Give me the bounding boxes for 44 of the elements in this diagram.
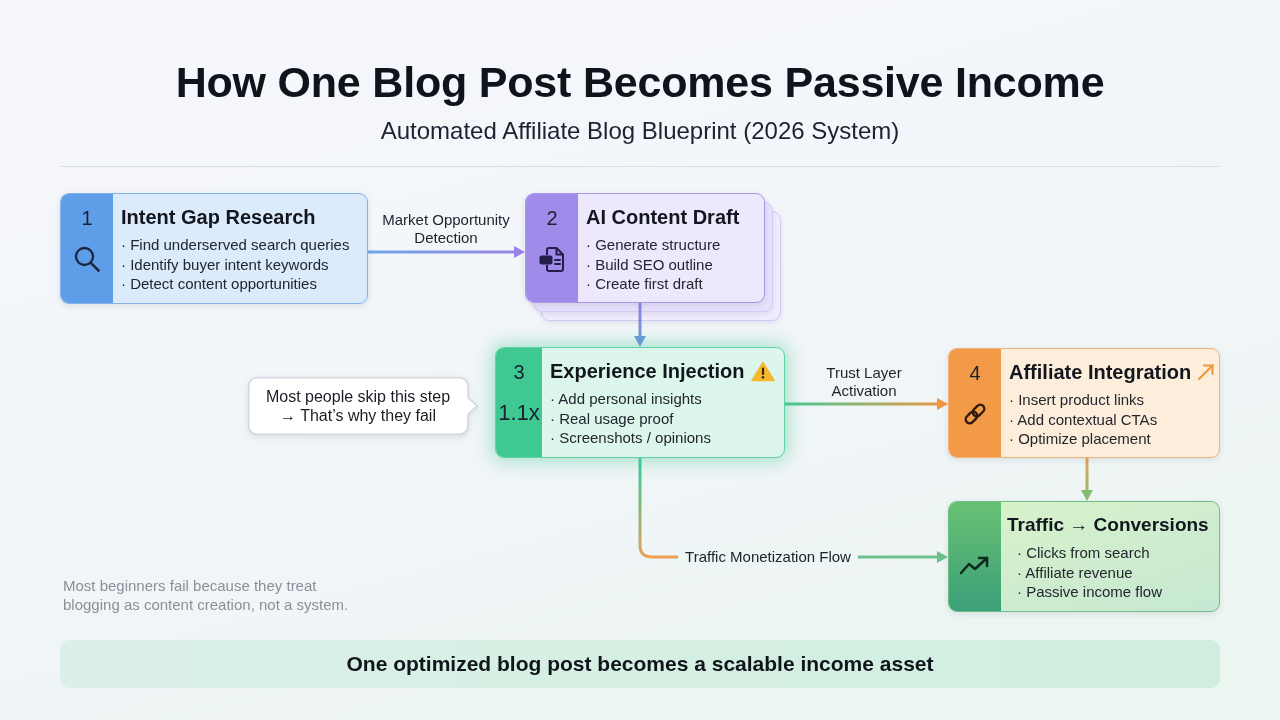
bullet-item: · Create first draft [586,274,704,294]
step-number: 3 [513,360,525,384]
step-number: 2 [546,206,558,230]
connector-arrow [368,246,525,258]
step-number: 4 [969,361,981,385]
summary-banner [60,640,1220,688]
bullet-item: · Insert product links [1009,390,1146,410]
callout-bubble [248,377,478,435]
bullet-item: · Screenshots / opinions [550,428,712,448]
bullet-item: · Build SEO outline [586,254,714,274]
step-card [948,348,1220,458]
bullet-item: · Real usage proof [550,408,675,428]
edge-label: Trust Layer Activation [825,364,903,400]
step-title: AI Content Draft [586,205,740,229]
bullet-item: · Identify buyer intent keywords [121,254,330,274]
callout-text: → That’s why they fail [280,406,436,425]
step-title: Traffic → Conversions [1007,513,1209,537]
connector-arrow [785,398,948,410]
bullet-item: · Optimize placement [1009,429,1152,449]
diagram-title: How One Blog Post Becomes Passive Income [175,57,1105,108]
bullet-item: · Generate structure [586,235,722,255]
step-card [495,347,785,458]
step-title: Experience Injection [550,359,745,383]
connector-arrow [1081,458,1093,501]
banner-text: One optimized blog post becomes a scalable income asset [346,652,934,676]
connector-arrow [634,303,646,347]
step-card [60,193,368,304]
subtitle: Automated Affiliate Blog Blueprint (2026 System) [380,117,900,145]
edge-label: Market Opportunity Detection [381,211,511,247]
bullet-item: · Detect content opportunities [121,274,318,294]
step-card [525,193,765,303]
bullet-item: · Affiliate revenue [1017,562,1134,582]
step-number: 1 [81,206,93,230]
bullet-item: · Find underserved search queries [121,235,350,255]
bullet-item: · Add personal insights [550,389,703,409]
bullet-item: · Clicks from search [1017,543,1151,563]
callout-text: Most people skip this step [265,387,451,406]
bullet-item: · Add contextual CTAs [1009,409,1159,429]
step-title: Intent Gap Research [121,205,316,229]
step-card [948,501,1220,612]
multiplier-label: 1.1x [498,400,540,426]
footnote-text: Most beginners fail because they treat blogging as content creation, not a system. [63,576,350,614]
bullet-item: · Passive income flow [1017,582,1164,602]
step-title: Affiliate Integration [1009,360,1192,384]
